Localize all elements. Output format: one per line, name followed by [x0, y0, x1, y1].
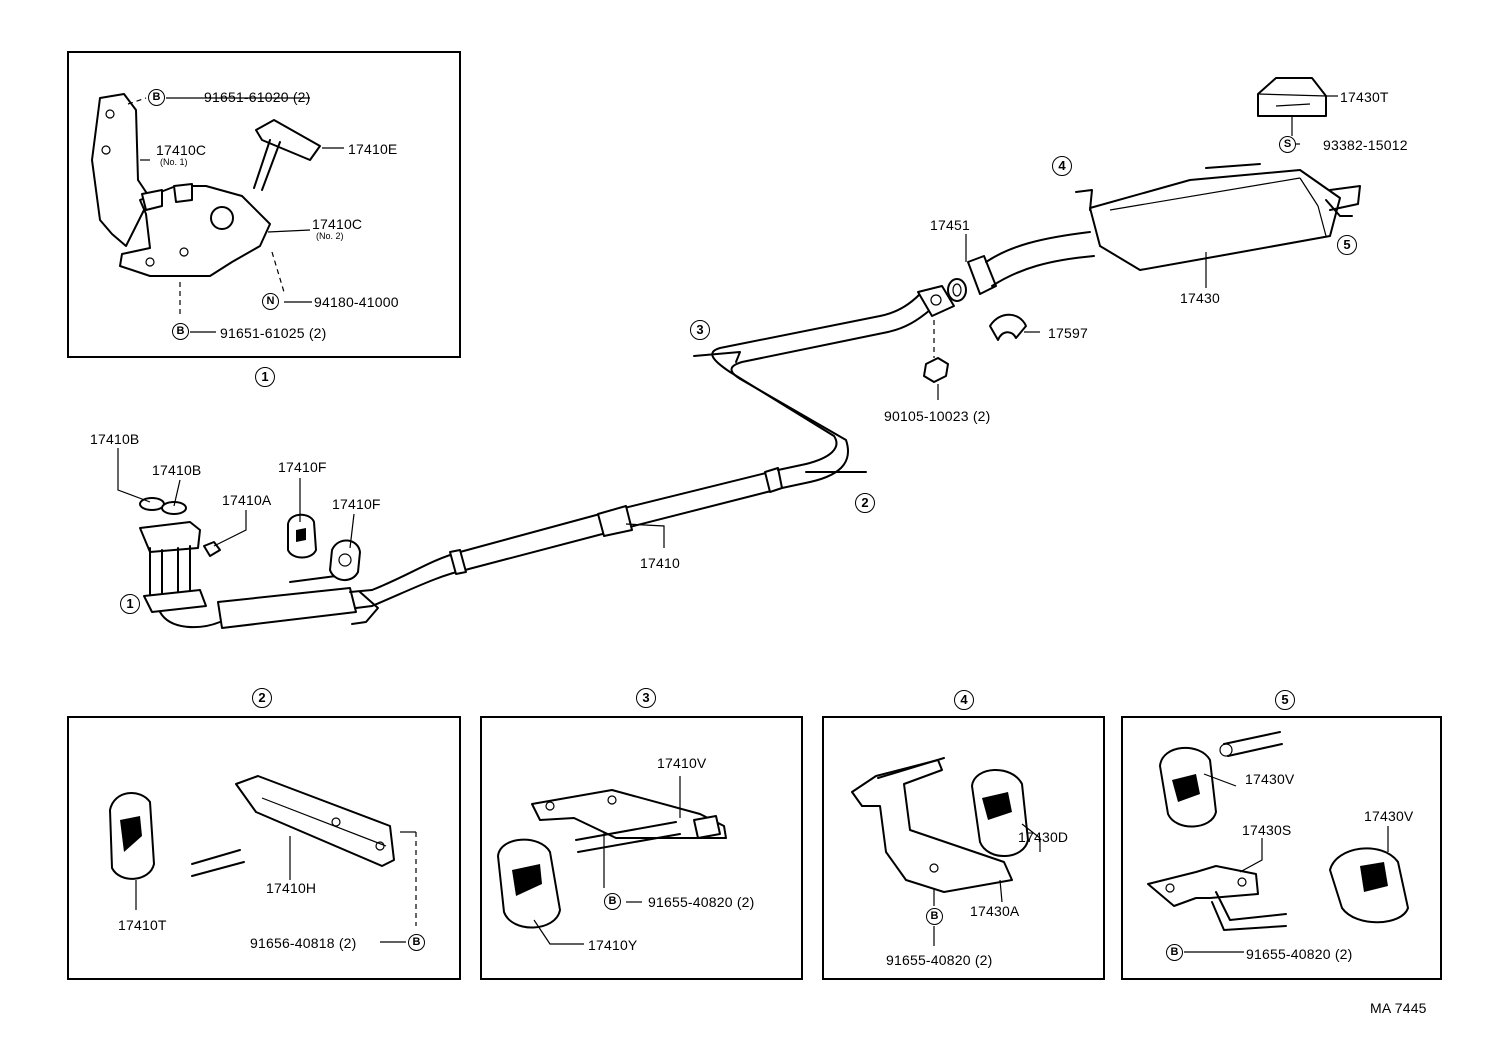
part-17430: 17430	[1180, 290, 1220, 306]
part-91655-40820-box3: 91655-40820 (2)	[648, 894, 755, 910]
detail-box-4	[822, 716, 1105, 980]
diagram-code: MA 7445	[1370, 1000, 1427, 1016]
part-17410f-1: 17410F	[278, 459, 327, 475]
detail-box-2	[67, 716, 461, 980]
screw-s-symbol: S	[1279, 136, 1296, 153]
part-17430d: 17430D	[1018, 829, 1069, 845]
part-17410f-2: 17410F	[332, 496, 381, 512]
part-17410c-no1-sub: (No. 1)	[160, 157, 188, 167]
part-93382-15012: 93382-15012	[1323, 137, 1408, 153]
callout-2-box: 2	[252, 688, 272, 708]
detail-box-5	[1121, 716, 1442, 980]
detail-box-1	[67, 51, 461, 358]
front-exhaust-pipe	[139, 463, 811, 629]
part-17410c-no2-sub: (No. 2)	[316, 231, 344, 241]
callout-5-main: 5	[1337, 235, 1357, 255]
box1-bracket-drawing	[91, 93, 344, 333]
part-17597: 17597	[1048, 325, 1088, 341]
part-91655-40820-box5: 91655-40820 (2)	[1246, 946, 1353, 962]
callout-2-main: 2	[855, 493, 875, 513]
part-17410y: 17410Y	[588, 937, 638, 953]
box5-drawing	[1147, 731, 1409, 953]
callout-4-main: 4	[1052, 156, 1072, 176]
part-94180-41000: 94180-41000	[314, 294, 399, 310]
part-17430v-1: 17430V	[1245, 771, 1295, 787]
callout-5-box: 5	[1275, 690, 1295, 710]
box2-drawing	[109, 775, 417, 943]
muffler-assembly	[967, 163, 1361, 295]
part-17430v-2: 17430V	[1364, 808, 1414, 824]
part-17430s: 17430S	[1242, 822, 1292, 838]
part-17430t: 17430T	[1340, 89, 1389, 105]
nut-90105	[923, 320, 949, 383]
part-90105-10023: 90105-10023 (2)	[884, 408, 991, 424]
bolt-b-symbol: B	[148, 89, 165, 106]
gasket-17451	[947, 278, 967, 302]
part-17410t: 17410T	[118, 917, 167, 933]
callout-3-box: 3	[636, 688, 656, 708]
part-17410c-no1: 17410C	[156, 142, 207, 158]
part-17410e: 17410E	[348, 141, 398, 157]
part-91656-40818: 91656-40818 (2)	[250, 935, 357, 951]
part-17410h: 17410H	[266, 880, 317, 896]
clamp-17597	[989, 313, 1027, 341]
bolt-b-symbol-3: B	[408, 934, 425, 951]
part-91651-61025: 91651-61025 (2)	[220, 325, 327, 341]
bolt-b-symbol-5: B	[926, 908, 943, 925]
part-17410a: 17410A	[222, 492, 272, 508]
part-17410v: 17410V	[657, 755, 707, 771]
hanger-17430t	[1257, 77, 1327, 117]
main-leaders	[117, 95, 1338, 549]
callout-3-main: 3	[690, 320, 710, 340]
bolt-b-symbol-6: B	[1166, 944, 1183, 961]
box4-drawing	[851, 757, 1041, 946]
part-17410: 17410	[640, 555, 680, 571]
part-17430a: 17430A	[970, 903, 1020, 919]
box3-drawing	[497, 776, 727, 945]
part-91651-61020: 91651-61020 (2)	[204, 89, 311, 105]
nut-n-symbol: N	[262, 293, 279, 310]
detail-box-3	[480, 716, 803, 980]
bolt-b-symbol-4: B	[604, 893, 621, 910]
part-17410b-1: 17410B	[90, 431, 140, 447]
center-pipe	[693, 285, 955, 483]
callout-4-box: 4	[954, 690, 974, 710]
part-17451: 17451	[930, 217, 970, 233]
part-91655-40820-box4: 91655-40820 (2)	[886, 952, 993, 968]
callout-1-main: 1	[120, 594, 140, 614]
bolt-b-symbol-2: B	[172, 323, 189, 340]
callout-1-box: 1	[255, 367, 275, 387]
part-17410b-2: 17410B	[152, 462, 202, 478]
part-17410c-no2: 17410C	[312, 216, 363, 232]
